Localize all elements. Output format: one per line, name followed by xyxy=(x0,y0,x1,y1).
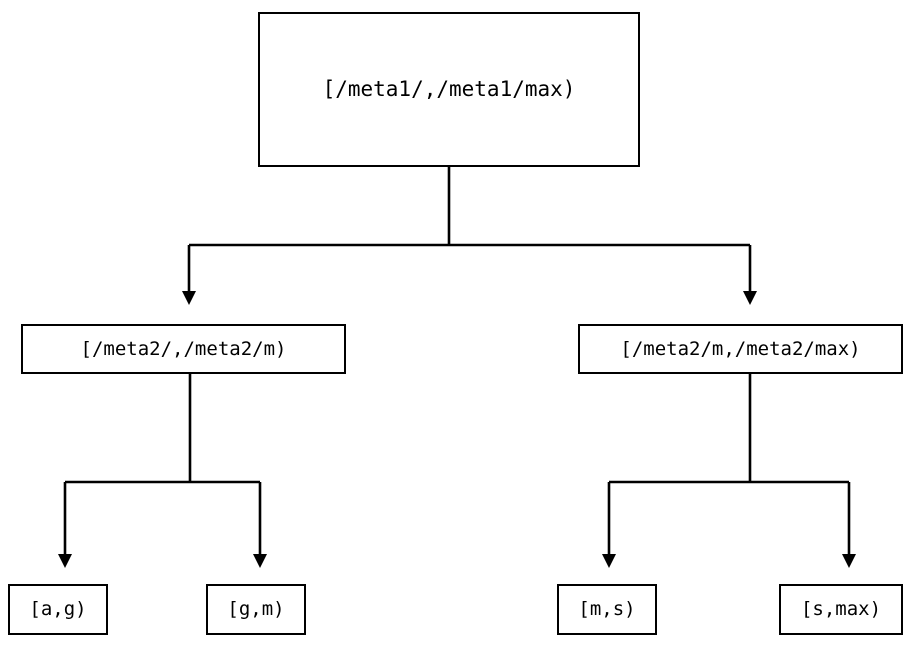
arrowhead-root-to-mid-right xyxy=(743,291,757,305)
node-mid-right-label: [/meta2/m,/meta2/max) xyxy=(620,337,861,360)
arrowhead-mid-right-to-leaf-smax xyxy=(842,554,856,568)
node-mid-right[interactable]: [/meta2/m,/meta2/max) xyxy=(578,324,903,374)
arrowhead-root-to-mid-left xyxy=(182,291,196,305)
arrowhead-mid-left-to-leaf-gm xyxy=(253,554,267,568)
node-leaf-m-s-label: [m,s) xyxy=(578,598,636,620)
node-leaf-m-s[interactable]: [m,s) xyxy=(557,584,657,635)
node-leaf-a-g-label: [a,g) xyxy=(29,598,87,620)
node-mid-left[interactable]: [/meta2/,/meta2/m) xyxy=(21,324,346,374)
arrowhead-mid-right-to-leaf-ms xyxy=(602,554,616,568)
node-leaf-g-m-label: [g,m) xyxy=(227,598,285,620)
node-leaf-g-m[interactable]: [g,m) xyxy=(206,584,306,635)
edge-root-to-mid-group xyxy=(182,167,757,305)
node-root[interactable]: [/meta1/,/meta1/max) xyxy=(258,12,640,167)
node-mid-left-label: [/meta2/,/meta2/m) xyxy=(80,337,287,360)
node-leaf-s-max-label: [s,max) xyxy=(800,598,882,620)
edge-mid-left-to-leaves-group xyxy=(58,374,267,568)
node-root-label: [/meta1/,/meta1/max) xyxy=(322,77,576,101)
node-leaf-a-g[interactable]: [a,g) xyxy=(8,584,108,635)
node-leaf-s-max[interactable]: [s,max) xyxy=(779,584,903,635)
arrowhead-mid-left-to-leaf-ag xyxy=(58,554,72,568)
edge-mid-right-to-leaves-group xyxy=(602,374,856,568)
